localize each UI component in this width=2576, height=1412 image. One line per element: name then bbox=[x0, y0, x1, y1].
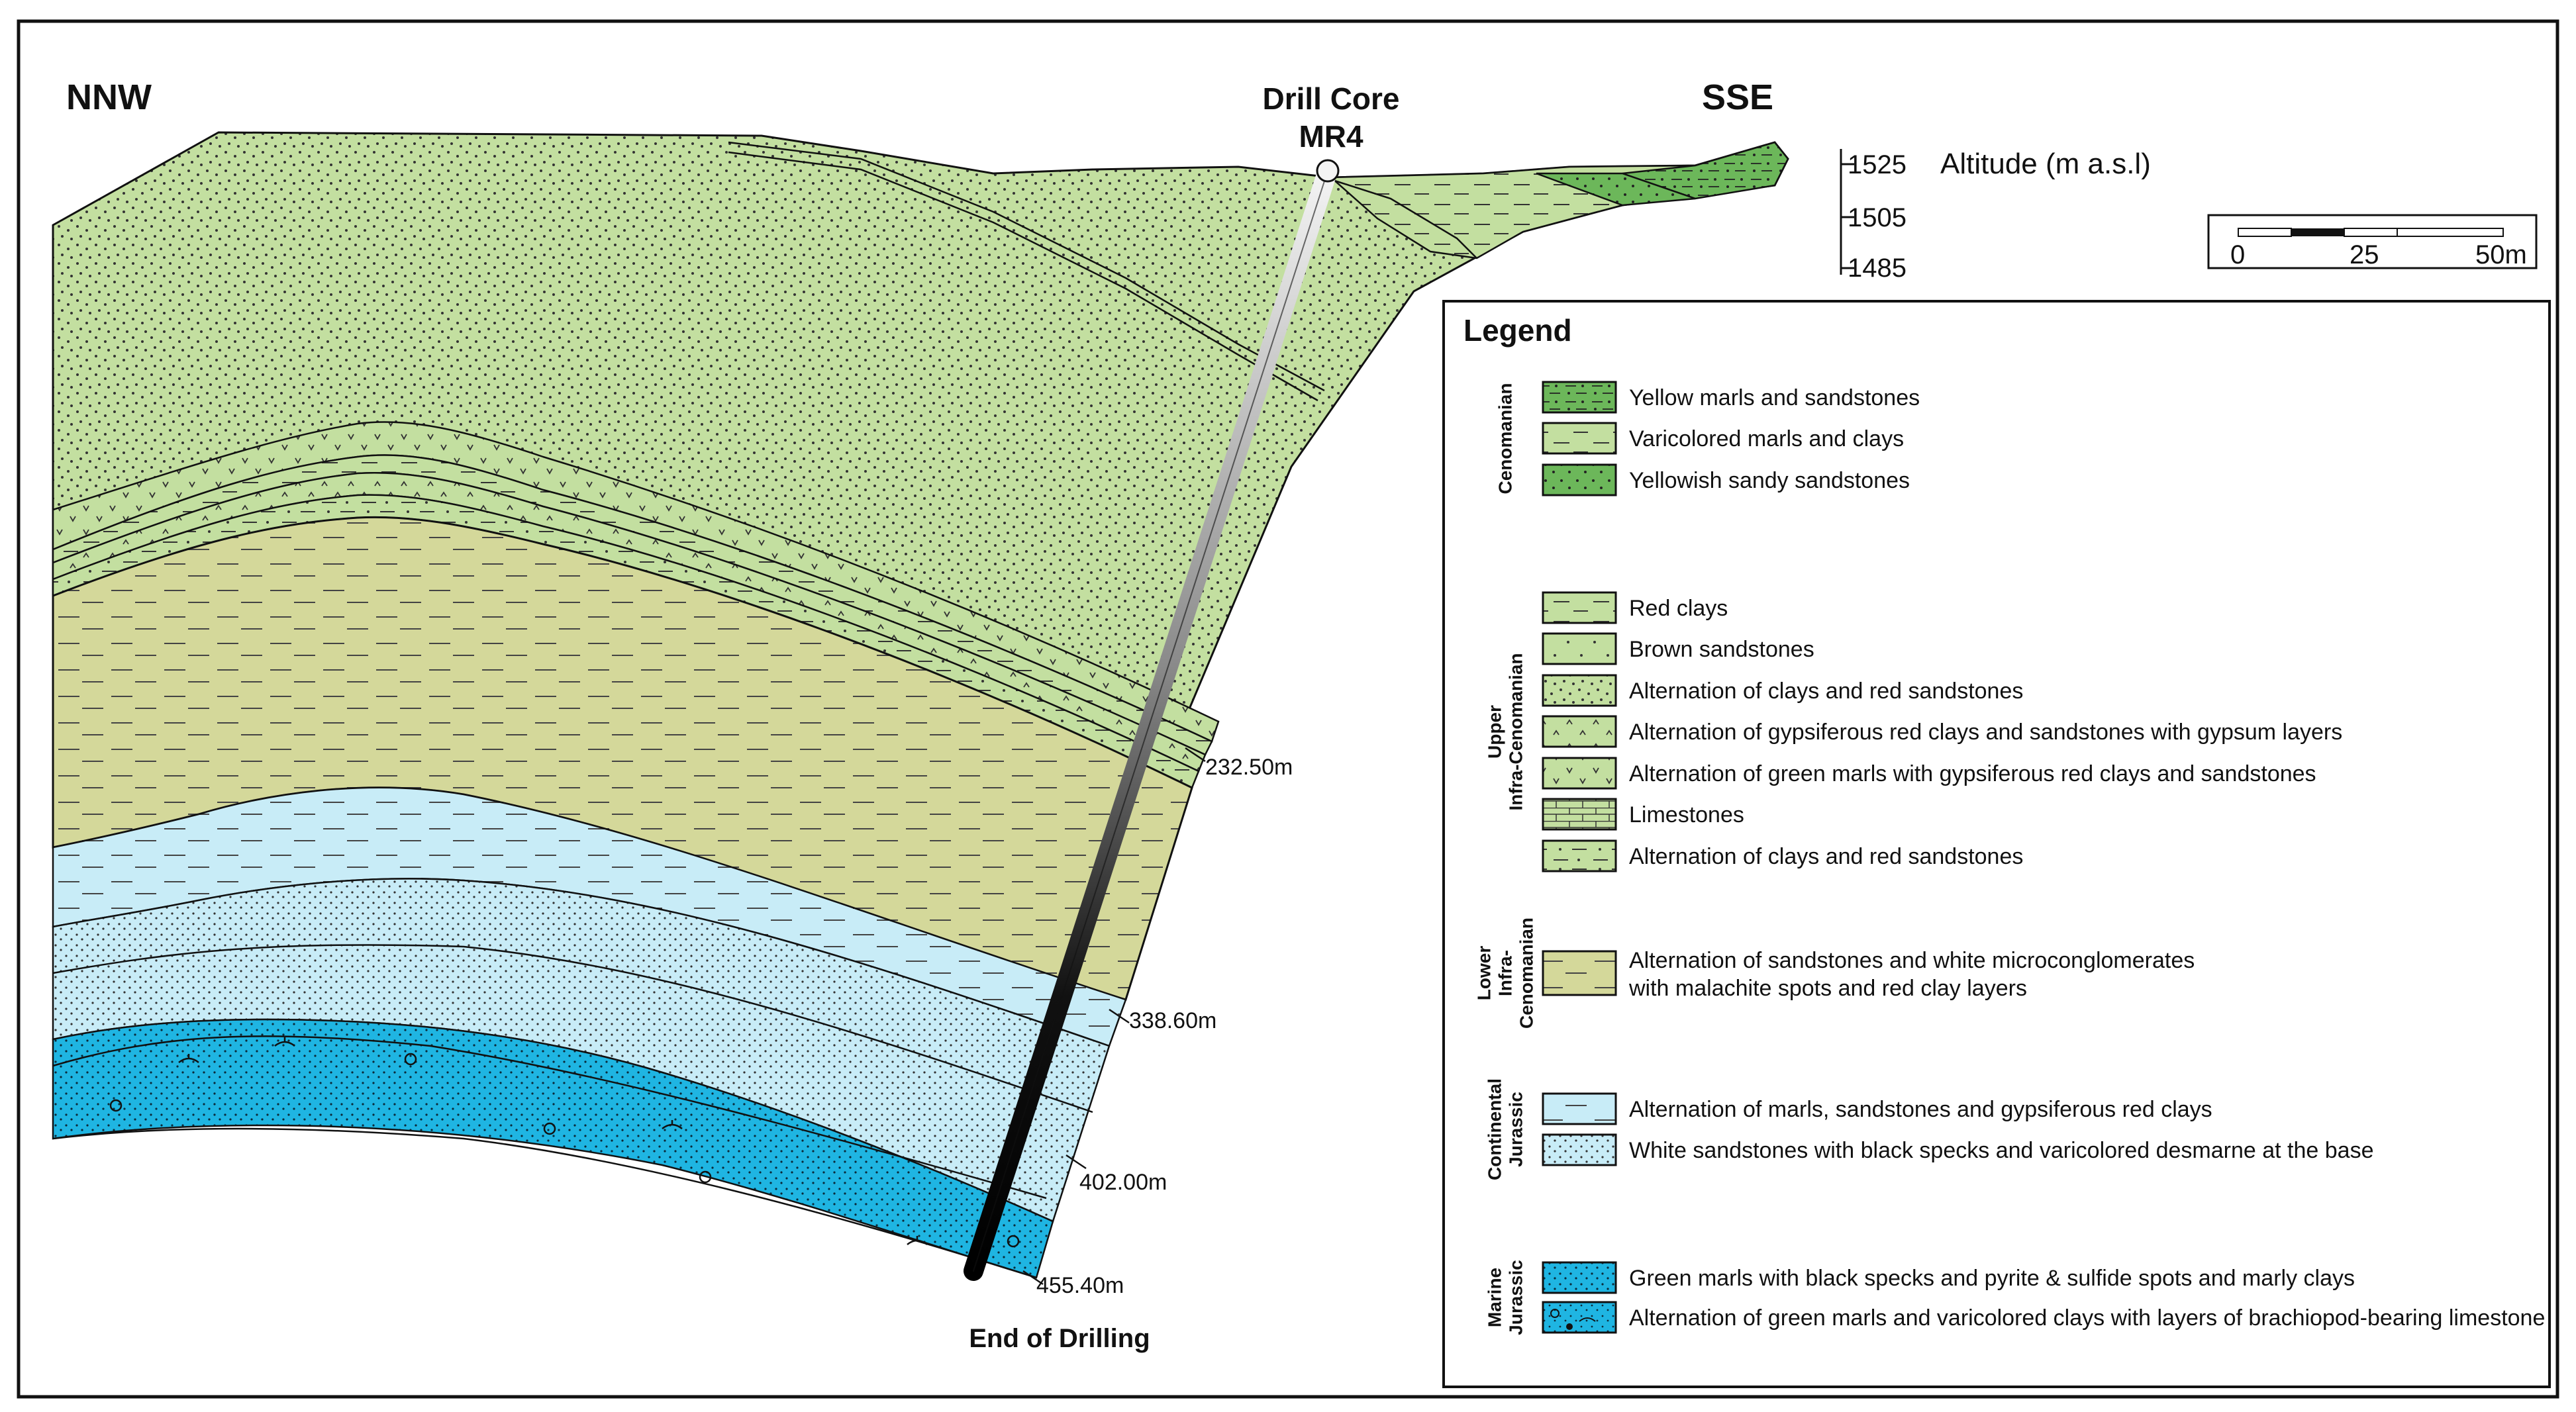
brachiopod-fossil-icons bbox=[109, 1037, 1020, 1248]
legend-swatch bbox=[1542, 1133, 1617, 1166]
direction-right-label: SSE bbox=[1702, 77, 1773, 117]
contact-line-mj bbox=[52, 1035, 1047, 1200]
legend-item-label: Alternation of green marls and varicolor… bbox=[1629, 1305, 2545, 1331]
legend-item-label: White sandstones with black specks and v… bbox=[1629, 1138, 2374, 1163]
altitude-axis: 1525 1505 1485 Altitude (m a.s.l) bbox=[1840, 148, 2151, 283]
legend-frame bbox=[1442, 300, 2551, 1388]
legend-group-label: Jurassic bbox=[1505, 1260, 1526, 1335]
legend-item-label: Varicolored marls and clays bbox=[1629, 426, 1904, 451]
legend-item-label-2: with malachite spots and red clay layers bbox=[1628, 976, 2027, 1001]
legend-swatch bbox=[1542, 674, 1617, 707]
direction-left-label: NNW bbox=[66, 77, 152, 117]
scale-label-25: 25 bbox=[2350, 240, 2379, 269]
scale-label-50m: 50m bbox=[2475, 240, 2527, 269]
brachiopod-icon bbox=[1579, 1317, 1596, 1322]
scale-label-0: 0 bbox=[2230, 240, 2245, 269]
depth-markers bbox=[1022, 747, 1206, 1286]
cross-section bbox=[52, 131, 1789, 1286]
depth-label-232: 232.50m bbox=[1205, 755, 1293, 780]
thin-band-upper-2 bbox=[728, 151, 1318, 402]
legend-group-label: Upper bbox=[1484, 705, 1505, 759]
legend-item-label: Red clays bbox=[1629, 596, 1728, 621]
legend-item-label: Green marls with black specks and pyrite… bbox=[1629, 1266, 2355, 1291]
end-of-drilling-label: End of Drilling bbox=[969, 1324, 1150, 1353]
legend-item-label: Alternation of sandstones and white micr… bbox=[1629, 948, 2195, 973]
legend-group-label: Infra-Cenomanian bbox=[1505, 653, 1526, 810]
legend-item-label: Yellow marls and sandstones bbox=[1629, 385, 1920, 410]
altitude-label: Altitude (m a.s.l) bbox=[1940, 148, 2151, 180]
legend-group-label: Jurassic bbox=[1505, 1092, 1526, 1167]
legend-swatch bbox=[1542, 950, 1617, 996]
drill-label-line2: MR4 bbox=[1299, 119, 1363, 154]
altitude-tick-1525: 1525 bbox=[1848, 150, 1907, 179]
thin-band-right bbox=[1324, 176, 1477, 259]
altitude-tick-1505: 1505 bbox=[1848, 203, 1907, 232]
legend-swatch bbox=[1542, 591, 1617, 624]
thin-band-upper bbox=[728, 141, 1325, 392]
contact-line-cj-curve bbox=[52, 944, 1093, 1113]
legend-item-label: Alternation of gypsiferous red clays and… bbox=[1629, 720, 2342, 745]
legend-group-label: Continental bbox=[1484, 1078, 1505, 1180]
drill-collar bbox=[1316, 159, 1340, 183]
legend-group-label: Lower bbox=[1473, 946, 1494, 1001]
fossil-dot-icon bbox=[1566, 1323, 1573, 1330]
legend-swatch bbox=[1542, 463, 1617, 496]
altitude-tick-1485: 1485 bbox=[1848, 254, 1907, 283]
legend-swatch bbox=[1542, 632, 1617, 665]
legend-item-label: Alternation of clays and red sandstones bbox=[1629, 844, 2023, 869]
depth-label-402: 402.00m bbox=[1079, 1170, 1167, 1195]
legend-item-label: Alternation of green marls with gypsifer… bbox=[1629, 761, 2316, 786]
legend-swatch bbox=[1542, 1261, 1617, 1294]
legend-item-label: Limestones bbox=[1629, 802, 1744, 827]
layer-marine-jurassic bbox=[52, 1018, 1054, 1279]
legend-swatch bbox=[1542, 757, 1617, 790]
legend-swatch bbox=[1542, 422, 1617, 455]
legend-group-label: Cenomanian bbox=[1516, 918, 1536, 1029]
contact-line-mj-2 bbox=[52, 1127, 1037, 1279]
legend-swatch bbox=[1542, 839, 1617, 872]
legend-group-label: Infra- bbox=[1495, 950, 1515, 996]
fossil-icon bbox=[1550, 1309, 1560, 1318]
outer-frame bbox=[17, 19, 2559, 1399]
drill-core-outline bbox=[973, 170, 1328, 1272]
layer-yellowish-sandy-sandstones bbox=[1536, 172, 1696, 207]
depth-label-455: 455.40m bbox=[1036, 1273, 1124, 1298]
legend-title: Legend bbox=[1463, 313, 1572, 348]
depth-label-338: 338.60m bbox=[1129, 1008, 1216, 1033]
legend-item-label: Alternation of marls, sandstones and gyp… bbox=[1629, 1097, 2212, 1122]
legend-swatch bbox=[1542, 1092, 1617, 1125]
legend-item-label: Alternation of clays and red sandstones bbox=[1629, 679, 2023, 704]
legend-swatch bbox=[1542, 798, 1617, 831]
legend-group-label: Marine bbox=[1484, 1268, 1505, 1327]
legend-swatch bbox=[1542, 381, 1617, 414]
legend-group-label: Cenomanian bbox=[1495, 383, 1515, 494]
scale-bar: 0 25 50m bbox=[2207, 214, 2538, 269]
legend-swatch bbox=[1542, 715, 1617, 748]
legend-item-label: Yellowish sandy sandstones bbox=[1629, 468, 1910, 493]
legend-item-label: Brown sandstones bbox=[1629, 637, 1814, 662]
drill-label-line1: Drill Core bbox=[1262, 81, 1399, 116]
